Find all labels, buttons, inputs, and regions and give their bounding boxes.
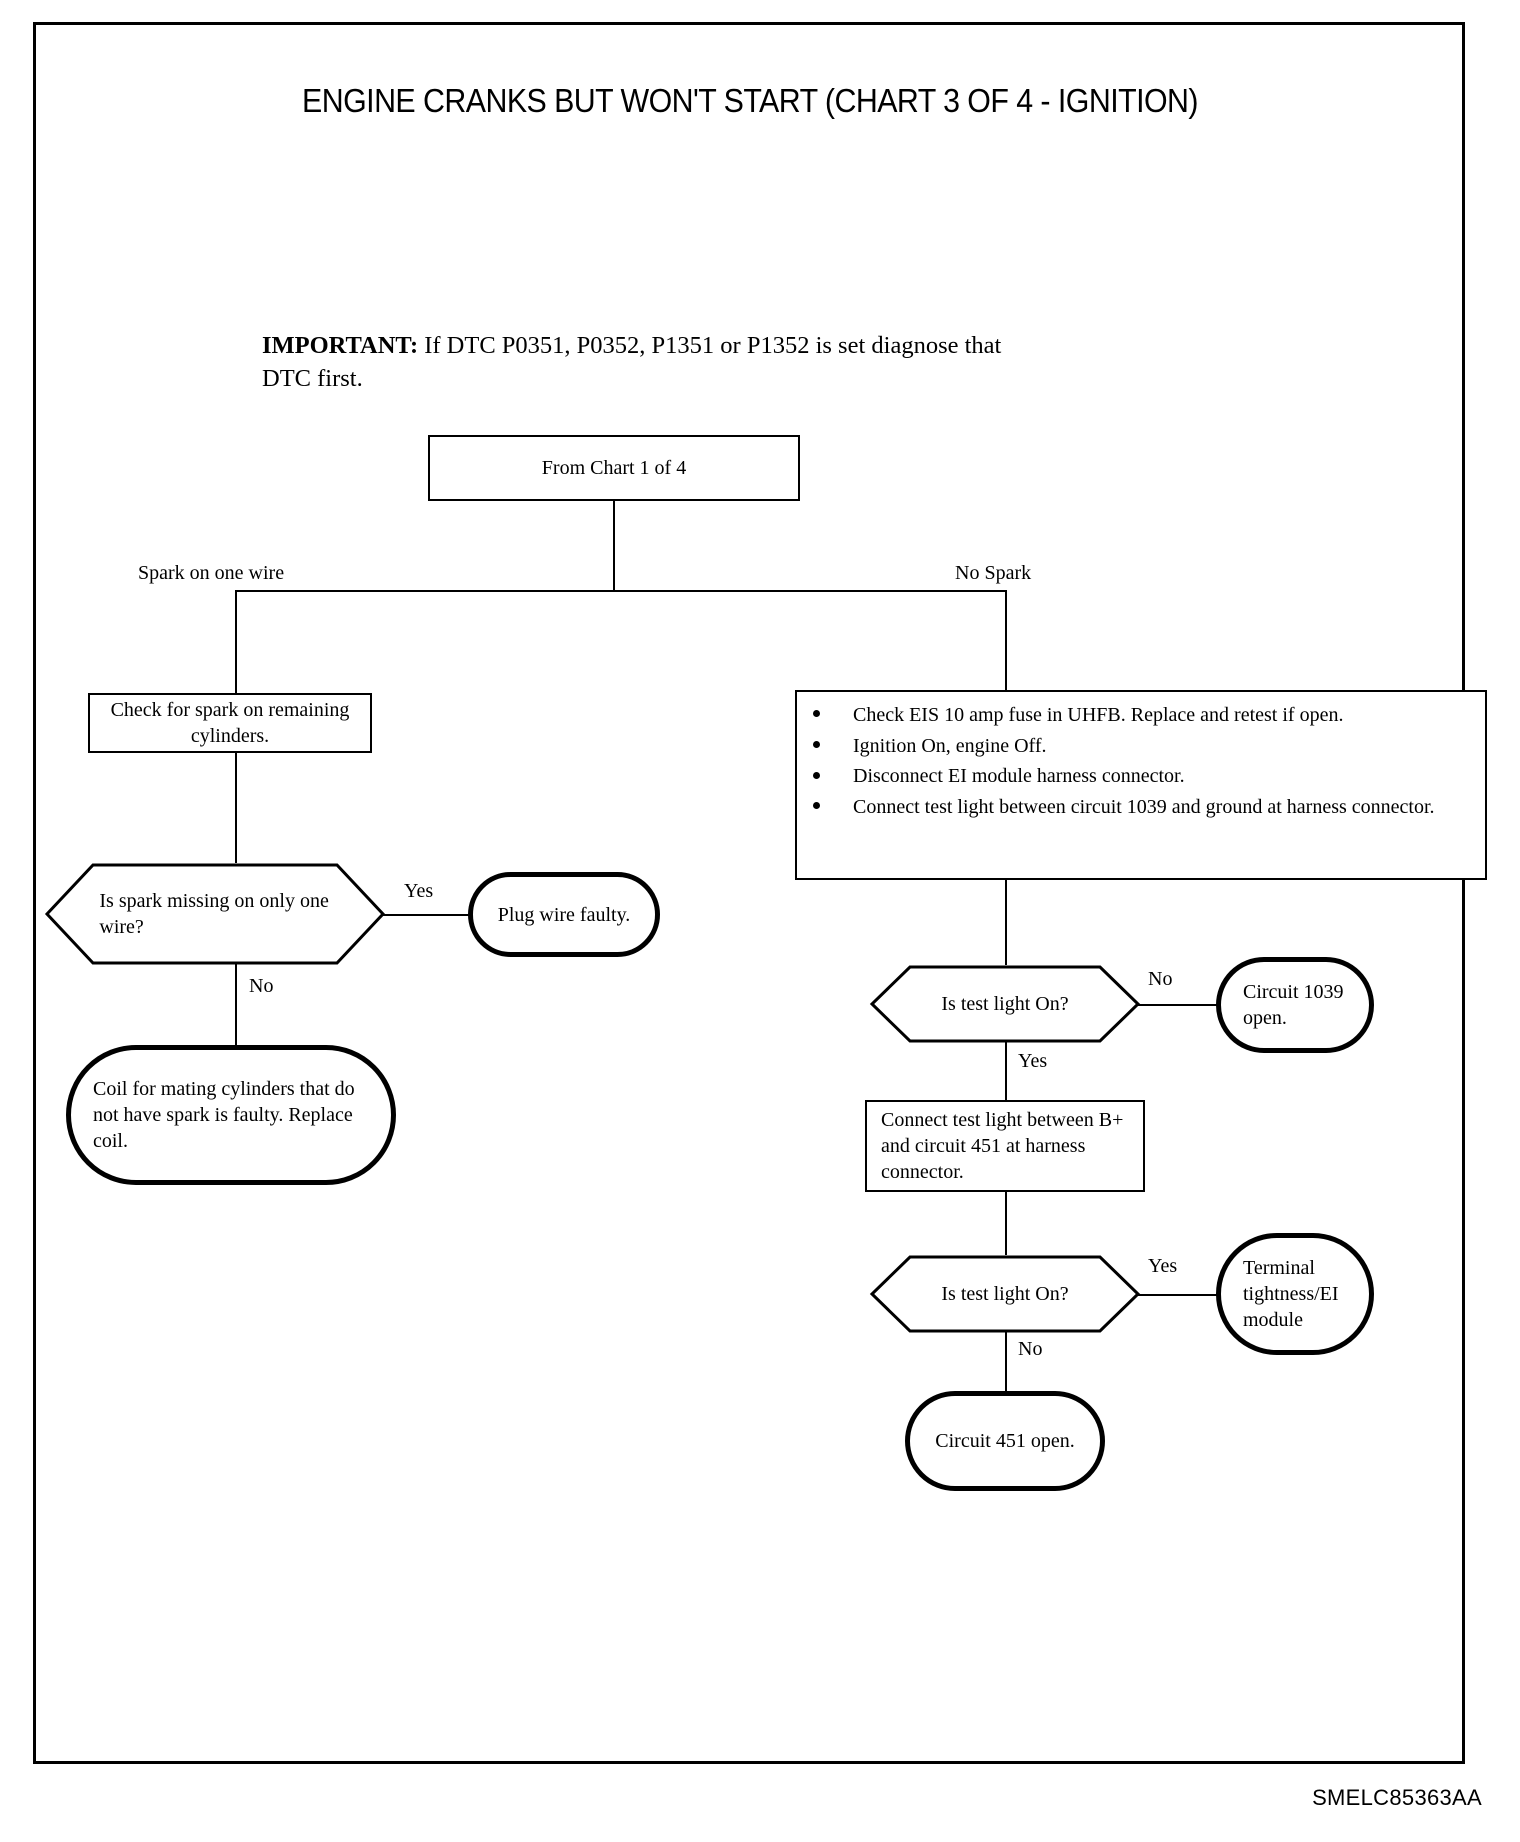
edge-label-left-no: No: [249, 975, 274, 997]
terminal-circuit-451-open: Circuit 451 open.: [905, 1391, 1105, 1491]
terminal-circuit-1039-open: Circuit 1039 open.: [1216, 957, 1374, 1053]
terminal-terminal-tightness-ei-module-label: Terminal tightness/EI module: [1243, 1257, 1339, 1331]
important-note-text: If DTC P0351, P0352, P1351 or P1352 is s…: [262, 332, 1002, 392]
decision-spark-missing-one-wire-label: Is spark missing on only one wire?: [99, 890, 329, 938]
node-from-chart-1: From Chart 1 of 4: [428, 435, 800, 501]
list-item-label: Connect test light between circuit 1039 …: [853, 795, 1435, 818]
connector-right-steps-to-decision1: [1005, 880, 1007, 965]
list-item-label: Ignition On, engine Off.: [853, 734, 1047, 757]
node-check-spark-remaining-cylinders: Check for spark on remaining cylinders.: [88, 693, 372, 753]
list-item-label: Disconnect EI module harness connector.: [853, 765, 1185, 788]
connector-decision1-no: [1138, 1004, 1222, 1006]
list-item: Check EIS 10 amp fuse in UHFB. Replace a…: [807, 702, 1471, 729]
bullet-icon: [813, 802, 820, 810]
edge-label-spark-on-one-wire: Spark on one wire: [138, 562, 285, 584]
connector-entry-stem: [613, 501, 615, 590]
decision-test-light-on-2-label: Is test light On?: [941, 1283, 1069, 1305]
document-code: SMELC85363AA: [1312, 1785, 1482, 1810]
connector-branch-bar: [235, 590, 1007, 592]
edge-label-decision1-no: No: [1148, 968, 1173, 990]
node-from-chart-1-label: From Chart 1 of 4: [541, 457, 687, 479]
edge-label-no-spark: No Spark: [955, 562, 1032, 584]
terminal-plug-wire-faulty: Plug wire faulty.: [468, 872, 660, 957]
connector-left-branch-drop: [235, 590, 237, 693]
decision-test-light-on-1: Is test light On?: [869, 965, 1141, 1043]
edge-label-left-yes: Yes: [404, 880, 434, 902]
connector-decision2-yes: [1138, 1294, 1222, 1296]
connector-left-decision-no: [235, 963, 237, 1068]
edge-label-decision2-no: No: [1018, 1338, 1043, 1360]
list-item: Ignition On, engine Off.: [807, 733, 1471, 760]
edge-label-decision2-yes: Yes: [1148, 1255, 1178, 1277]
list-item: Disconnect EI module harness connector.: [807, 763, 1471, 790]
terminal-circuit-1039-open-label: Circuit 1039 open.: [1243, 981, 1344, 1029]
connector-decision1-yes: [1005, 1041, 1007, 1100]
terminal-circuit-451-open-label: Circuit 451 open.: [935, 1430, 1075, 1452]
connector-right-branch-drop: [1005, 590, 1007, 690]
decision-spark-missing-one-wire: Is spark missing on only one wire?: [44, 863, 386, 965]
connector-decision2-no: [1005, 1331, 1007, 1395]
edge-label-decision1-yes: Yes: [1018, 1050, 1048, 1072]
terminal-terminal-tightness-ei-module: Terminal tightness/EI module: [1216, 1233, 1374, 1355]
node-right-steps: Check EIS 10 amp fuse in UHFB. Replace a…: [795, 690, 1487, 880]
important-note-lead: IMPORTANT:: [262, 332, 419, 359]
right-steps-list: Check EIS 10 amp fuse in UHFB. Replace a…: [807, 702, 1471, 820]
page-border: [33, 22, 1465, 1764]
terminal-coil-faulty: Coil for mating cylinders that do not ha…: [66, 1045, 396, 1185]
connector-left-to-decision: [235, 753, 237, 863]
decision-test-light-on-1-label: Is test light On?: [941, 993, 1069, 1015]
terminal-coil-faulty-label: Coil for mating cylinders that do not ha…: [93, 1078, 355, 1152]
node-check-spark-remaining-cylinders-label: Check for spark on remaining cylinders.: [110, 699, 350, 747]
bullet-icon: [813, 771, 820, 779]
connector-left-decision-yes: [383, 914, 473, 916]
important-note: IMPORTANT: If DTC P0351, P0352, P1351 or…: [262, 330, 1002, 395]
node-connect-test-light-451: Connect test light between B+ and circui…: [865, 1100, 1145, 1192]
terminal-plug-wire-faulty-label: Plug wire faulty.: [497, 903, 631, 926]
decision-test-light-on-2: Is test light On?: [869, 1255, 1141, 1333]
node-connect-test-light-451-label: Connect test light between B+ and circui…: [881, 1109, 1124, 1183]
page-title: ENGINE CRANKS BUT WON'T START (CHART 3 O…: [302, 82, 1198, 119]
connector-process2-to-decision2: [1005, 1192, 1007, 1255]
list-item-label: Check EIS 10 amp fuse in UHFB. Replace a…: [853, 704, 1344, 726]
bullet-icon: [813, 710, 820, 718]
list-item: Connect test light between circuit 1039 …: [807, 794, 1471, 821]
bullet-icon: [813, 740, 820, 748]
